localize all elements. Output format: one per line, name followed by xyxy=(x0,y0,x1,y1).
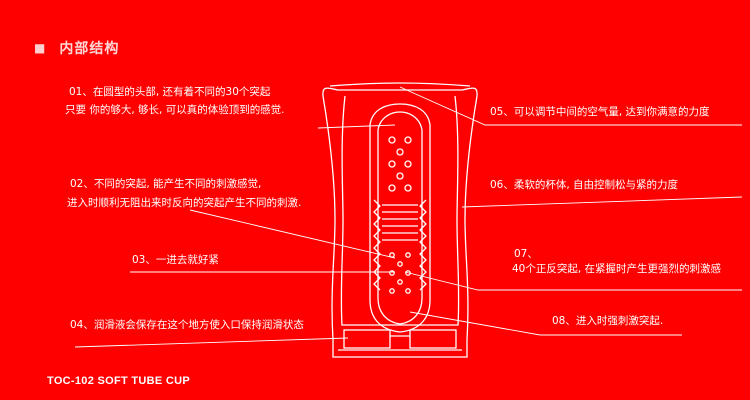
cup-outer-outline xyxy=(322,87,478,358)
head-bump xyxy=(404,136,412,144)
label-03: 03、一进去就好紧 xyxy=(132,254,219,266)
sleeve-outline xyxy=(369,103,431,333)
sleeve-dot xyxy=(389,288,395,294)
leader-line-06 xyxy=(461,196,743,208)
label-08: 08、进入时强刺激突起. xyxy=(552,315,664,327)
cup-inner-outline xyxy=(340,95,460,326)
sleeve-zigzag-right xyxy=(419,199,427,291)
section-header: ■ 内部结构 xyxy=(34,38,119,58)
head-bump xyxy=(388,184,396,192)
square-bullet-icon: ■ xyxy=(34,41,46,55)
sleeve-inner-outline xyxy=(377,111,423,325)
head-bump xyxy=(404,184,412,192)
model-name: TOC-102 SOFT TUBE CUP xyxy=(47,375,191,387)
sleeve-dot xyxy=(405,288,411,294)
cup-cap-line xyxy=(329,82,471,87)
leader-line-08 xyxy=(409,311,682,336)
sleeve-rib xyxy=(382,204,418,241)
sleeve-dot xyxy=(397,261,403,267)
leader-line-01 xyxy=(317,124,396,129)
label-01-line1: 01、在圆型的头部, 还有着不同的30个突起 xyxy=(69,86,271,98)
head-bump xyxy=(404,160,412,168)
sleeve-dot xyxy=(405,252,411,258)
head-bump xyxy=(396,148,404,156)
label-07-line1: 07、 xyxy=(514,248,538,260)
sleeve-dot xyxy=(397,279,403,285)
lube-reservoir-left xyxy=(343,329,391,349)
label-05: 05、可以调节中间的空气量, 达到你满意的力度 xyxy=(490,106,710,118)
section-title: 内部结构 xyxy=(59,41,120,57)
head-bump xyxy=(388,136,396,144)
sleeve-dot xyxy=(389,270,395,276)
label-04: 04、润滑液会保存在这个地方使入口保持润滑状态 xyxy=(70,319,304,331)
head-bump xyxy=(396,172,404,180)
head-bump xyxy=(388,160,396,168)
leader-line-04 xyxy=(74,337,349,348)
label-07-line2: 40个正反突起, 在紧握时产生更强烈的刺激感 xyxy=(512,263,722,275)
label-06: 06、柔软的杯体, 自由控制松与紧的力度 xyxy=(490,179,679,191)
label-02-line2: 进入时顺利无阻出来时反向的突起产生不同的刺激. xyxy=(67,197,302,209)
sleeve-zigzag-left xyxy=(373,199,381,291)
leader-line-05 xyxy=(399,86,742,126)
leader-line-02 xyxy=(189,209,396,259)
label-01-line2: 只要 你的够大, 够长, 可以真的体验顶到的感觉. xyxy=(65,104,285,116)
label-02-line1: 02、不同的突起, 能产生不同的刺激感觉, xyxy=(70,178,262,190)
lube-reservoir-right xyxy=(409,329,457,349)
leader-line-07 xyxy=(404,271,742,291)
